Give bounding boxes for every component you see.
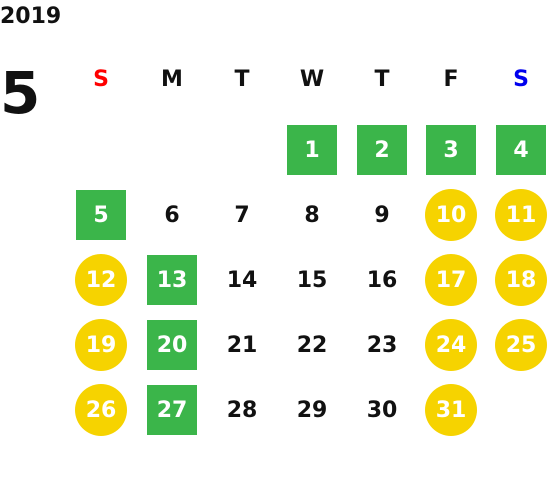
weekday-friday: F [443,67,459,92]
calendar-day[interactable]: 24 [425,319,477,371]
calendar-day[interactable]: 3 [426,125,476,175]
calendar-day[interactable]: 26 [75,384,127,436]
calendar-day[interactable]: 23 [366,332,398,358]
calendar-day[interactable]: 19 [75,319,127,371]
calendar-day[interactable]: 21 [226,332,258,358]
calendar-day[interactable]: 2 [357,125,407,175]
calendar-day[interactable]: 12 [75,254,127,306]
calendar-day[interactable]: 31 [425,384,477,436]
weekday-tuesday: T [234,67,250,92]
calendar-year: 2019 [0,4,62,29]
calendar-day[interactable]: 7 [234,202,250,228]
calendar-day[interactable]: 6 [164,202,180,228]
calendar-day[interactable]: 29 [296,397,328,423]
calendar-day[interactable]: 11 [495,189,547,241]
calendar-day[interactable]: 30 [366,397,398,423]
calendar-day[interactable]: 25 [495,319,547,371]
calendar-day[interactable]: 22 [296,332,328,358]
calendar-day[interactable]: 8 [304,202,320,228]
calendar-day[interactable]: 9 [374,202,390,228]
calendar-month: 5 [0,59,41,127]
calendar-day[interactable]: 16 [366,267,398,293]
calendar-day[interactable]: 15 [296,267,328,293]
calendar-day[interactable]: 5 [76,190,126,240]
calendar-day[interactable]: 17 [425,254,477,306]
calendar-day[interactable]: 28 [226,397,258,423]
weekday-thursday: T [374,67,390,92]
weekday-wednesday: W [299,67,325,92]
calendar-day[interactable]: 14 [226,267,258,293]
calendar-day[interactable]: 20 [147,320,197,370]
calendar-day[interactable]: 1 [287,125,337,175]
calendar-day[interactable]: 13 [147,255,197,305]
calendar-day[interactable]: 18 [495,254,547,306]
calendar-day[interactable]: 4 [496,125,546,175]
calendar-day[interactable]: 10 [425,189,477,241]
weekday-sunday: S [93,67,109,92]
weekday-saturday: S [513,67,529,92]
calendar-day[interactable]: 27 [147,385,197,435]
weekday-monday: M [161,67,183,92]
